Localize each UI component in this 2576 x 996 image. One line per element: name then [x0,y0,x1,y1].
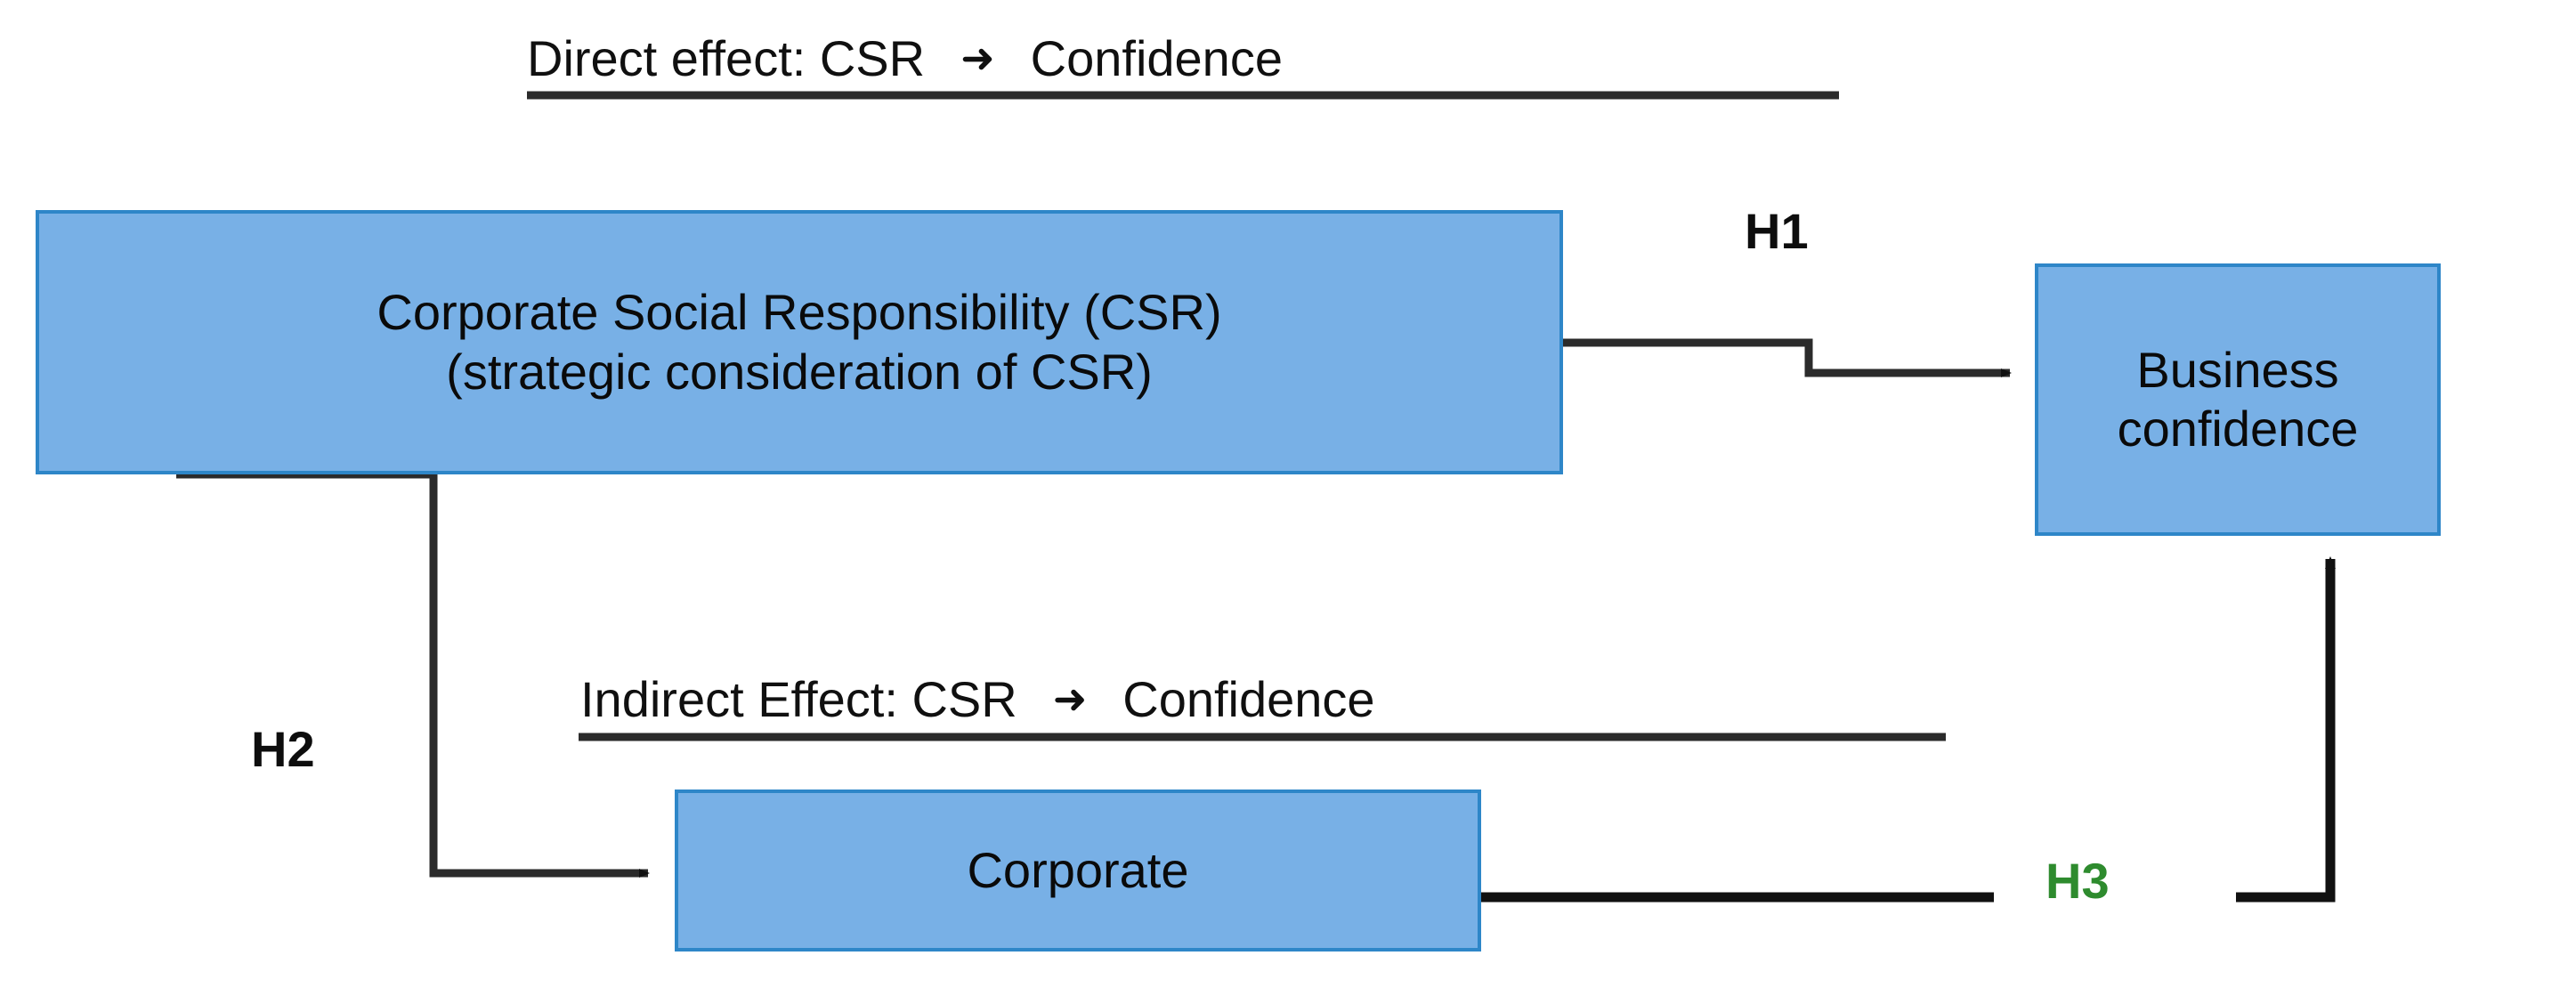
right-arrow-icon: ➜ [960,35,995,81]
corporate-line-1: Corporate [967,841,1189,898]
indirect-effect-prefix: Indirect Effect: CSR [580,671,1017,727]
direct-effect-suffix: Confidence [1030,30,1283,86]
node-corporate-social-responsibility[interactable]: Corporate Social Responsibility (CSR) (s… [36,210,1563,474]
corporate-box-text: Corporate [967,841,1188,900]
h1-connector [1563,338,2012,377]
csr-box-text: Corporate Social Responsibility (CSR) (s… [353,283,1244,401]
business-confidence-line-1: Business [2136,341,2339,398]
indirect-effect-suffix: Confidence [1122,671,1375,727]
right-arrow-icon: ➜ [1052,676,1088,722]
node-corporate[interactable]: Corporate [675,790,1481,951]
h3-connector-elbow [2236,556,2336,903]
business-confidence-box-text: Business confidence [2118,341,2359,458]
hypothesis-label-h3: H3 [2045,853,2110,909]
hypothesis-label-h1: H1 [1745,203,1809,259]
business-confidence-line-2: confidence [2117,401,2359,457]
direct-effect-prefix: Direct effect: CSR [527,30,926,86]
h2-connector [176,470,650,878]
csr-box-line-1: Corporate Social Responsibility (CSR) [377,284,1222,341]
direct-effect-caption: Direct effect: CSR➜Confidence [527,34,1283,84]
node-business-confidence[interactable]: Business confidence [2035,263,2441,536]
hypothesis-label-h2: H2 [251,721,315,777]
indirect-effect-caption: Indirect Effect: CSR➜Confidence [580,675,1375,725]
csr-box-line-2: (strategic consideration of CSR) [446,343,1153,400]
